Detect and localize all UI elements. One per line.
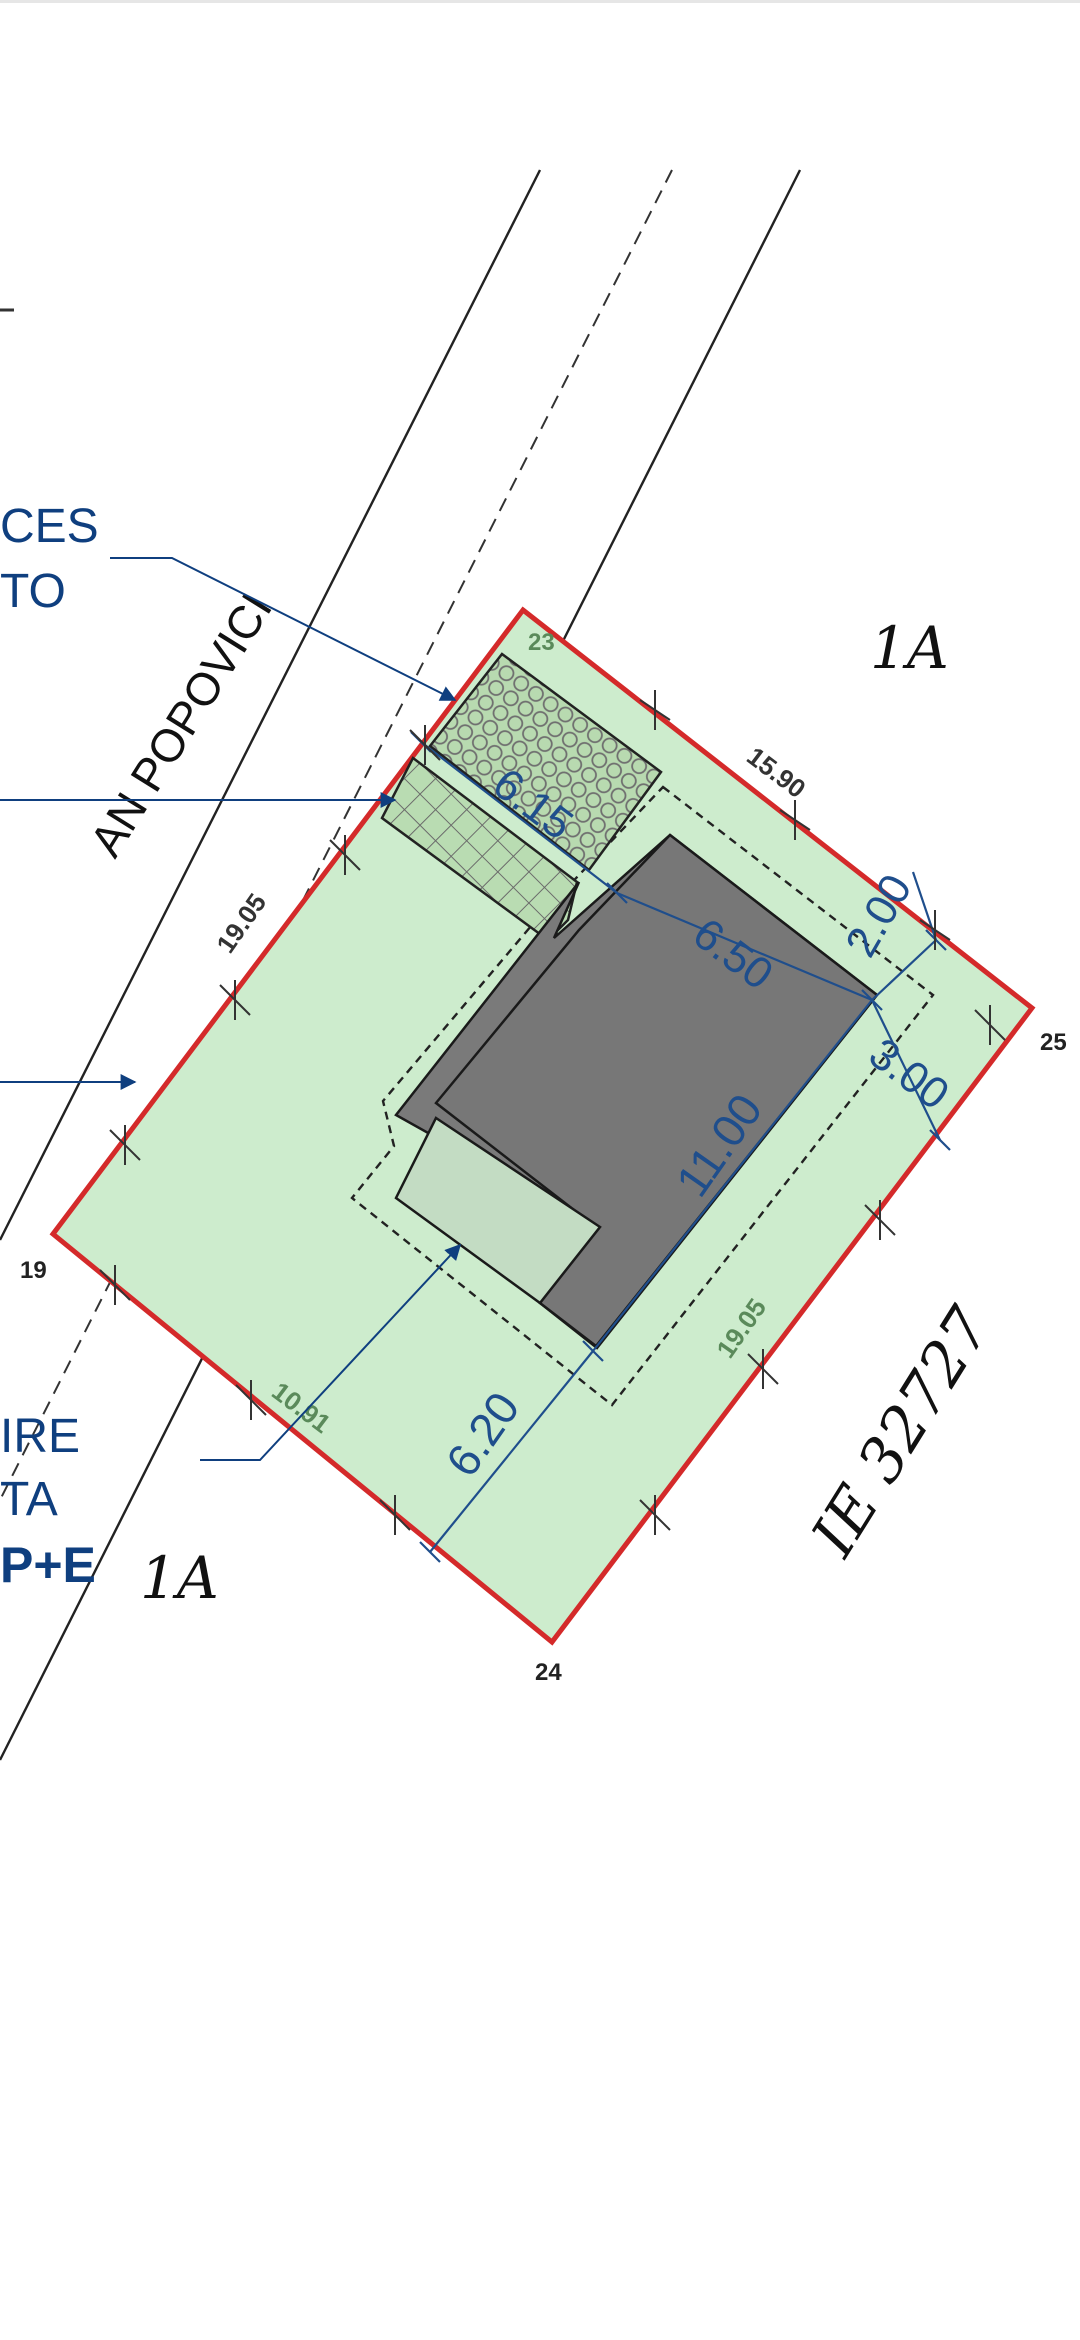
viewer-top-edge xyxy=(0,0,1080,3)
label-building-line2: TA xyxy=(0,1473,58,1526)
street-name: AN POPOVICI xyxy=(79,584,282,865)
label-access-line2: TO xyxy=(0,565,66,618)
setback-line xyxy=(350,785,935,1407)
point-bottom: 24 xyxy=(535,1659,562,1686)
neighbor-top-right: 1A xyxy=(870,614,949,682)
neighbor-bottom-left: 1A xyxy=(140,1544,219,1612)
paved-area-circles xyxy=(428,652,663,872)
label-building-line1: IRE xyxy=(0,1410,80,1463)
point-top: 23 xyxy=(528,629,555,656)
point-left: 19 xyxy=(20,1257,47,1284)
boundary-markers xyxy=(99,690,1006,1535)
label-access-line1: CES xyxy=(0,500,99,553)
boundary-length-left: 19.05 xyxy=(210,888,272,959)
neighbor-cadastral: IE 32727 xyxy=(798,1295,1005,1569)
point-right: 25 xyxy=(1040,1029,1067,1056)
leader-lines xyxy=(0,557,462,1461)
label-building-line3: P+E xyxy=(0,1537,96,1593)
annex-block xyxy=(394,1116,602,1305)
